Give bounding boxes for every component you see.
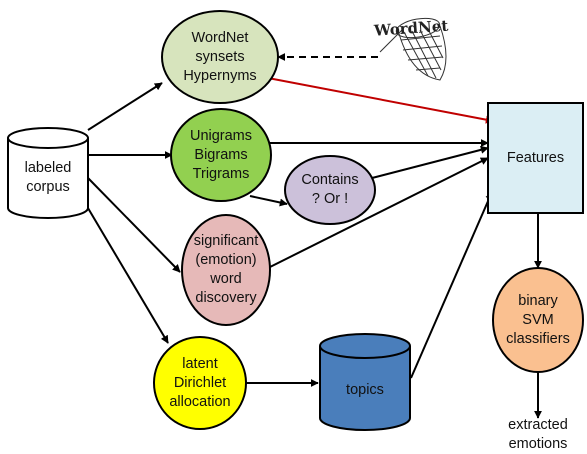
output-label-line-1: extracted — [508, 417, 568, 433]
edge-topics-features — [410, 191, 493, 379]
lda-label-line-1: latent — [182, 355, 218, 372]
topics-label: topics — [320, 370, 410, 410]
wordnet-label: WordNet synsets Hypernyms — [162, 20, 278, 94]
wordnet-logo-text: WordNet — [373, 17, 449, 40]
svm-label: binary SVM classifiers — [493, 290, 583, 350]
lda-label-line-3: allocation — [169, 393, 231, 410]
svm-label-line-2: SVM — [522, 311, 554, 328]
features-label-text: Features — [506, 149, 565, 166]
svm-label-line-3: classifiers — [506, 330, 570, 347]
corpus-label-line-2: corpus — [26, 179, 70, 195]
output-label: extracted emotions — [493, 416, 583, 454]
edge-contains-features — [371, 145, 489, 179]
lda-label: latent Dirichlet allocation — [154, 346, 246, 420]
lda-label-line-2: Dirichlet — [173, 374, 227, 391]
contains-label: Contains ? Or ! — [285, 166, 375, 214]
features-box — [487, 102, 584, 214]
edge-wordnet-features-highlight — [267, 77, 494, 124]
features-label: Features — [488, 140, 583, 176]
wordnet-label-line-1: WordNet — [191, 29, 249, 46]
significant-label-line-4: discovery — [195, 290, 257, 306]
corpus-label: labeled corpus — [8, 150, 88, 206]
wordnet-logo: WordNet — [373, 17, 449, 81]
edge-corpus-lda — [81, 197, 169, 344]
significant-label-line-1: significant — [193, 233, 259, 249]
butterfly-net-icon — [379, 17, 447, 81]
edge-ngrams-contains — [249, 195, 288, 207]
svm-label-line-1: binary — [518, 292, 558, 309]
contains-label-line-2: ? Or ! — [311, 191, 349, 207]
edge-corpus-wordnet — [87, 82, 163, 131]
ngrams-node — [170, 108, 272, 202]
edge-corpus-significant — [87, 177, 181, 273]
ngrams-label-line-2: Bigrams — [194, 146, 248, 163]
significant-label-line-2: (emotion) — [195, 252, 257, 268]
lda-node — [153, 336, 247, 430]
contains-node — [284, 155, 376, 225]
ngrams-label-line-3: Trigrams — [192, 165, 250, 182]
output-label-line-2: emotions — [508, 436, 568, 452]
wordnet-label-line-2: synsets — [195, 48, 245, 65]
corpus-cylinder — [7, 127, 89, 219]
significant-label-line-3: word — [210, 271, 242, 287]
topics-label-text: topics — [346, 381, 384, 398]
significant-node — [181, 214, 271, 326]
edge-significant-features — [267, 157, 489, 269]
edges — [81, 53, 542, 419]
ngrams-label-line-1: Unigrams — [189, 127, 253, 144]
wordnet-label-line-3: Hypernyms — [183, 67, 257, 84]
svm-node — [492, 267, 584, 373]
ngrams-label: Unigrams Bigrams Trigrams — [171, 118, 271, 192]
significant-label: significant (emotion) word discovery — [182, 230, 270, 310]
corpus-label-line-1: labeled — [24, 160, 72, 176]
contains-label-line-1: Contains — [301, 172, 359, 188]
topics-cylinder — [319, 333, 411, 431]
wordnet-node — [161, 10, 279, 104]
